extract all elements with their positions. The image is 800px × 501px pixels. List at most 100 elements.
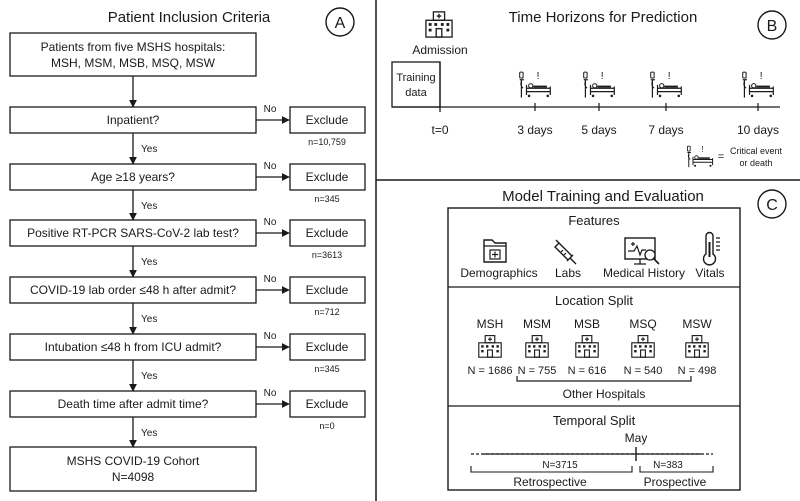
start-text-line2: MSH, MSM, MSB, MSQ, MSW (51, 56, 216, 70)
panel-b-badge (757, 10, 787, 40)
retro-count: N=3715 (542, 460, 578, 471)
other-hospitals-bracket (516, 376, 692, 382)
yes-label: Yes (141, 257, 157, 268)
exclude-box (289, 163, 366, 191)
panel-b-letter: B (767, 18, 778, 35)
no-label: No (264, 104, 277, 115)
temporal-split-title: Temporal Split (553, 413, 636, 428)
hospital-count: N = 540 (624, 365, 663, 377)
horizons: 3 days 5 days 7 days 10 days (517, 69, 779, 137)
final-cohort-box (9, 446, 257, 492)
criterion-question: Death time after admit time? (58, 397, 209, 411)
critical-event-icon (686, 144, 714, 168)
no-label: No (264, 331, 277, 342)
hospital-count: N = 755 (518, 365, 557, 377)
yes-label: Yes (141, 371, 157, 382)
location-split-title: Location Split (555, 293, 633, 308)
exclude-label: Exclude (306, 170, 349, 184)
exclude-box (289, 276, 366, 304)
panel-b: Time Horizons for Prediction B Admission… (391, 9, 787, 168)
exclude-box (289, 333, 366, 361)
exclude-label: Exclude (306, 113, 349, 127)
training-data-line2: data (405, 87, 427, 99)
critical-event-bed-icon (741, 69, 775, 99)
hospital-name: MSM (523, 317, 551, 331)
criterion-question: Inpatient? (107, 113, 160, 127)
hospital-name: MSQ (629, 317, 656, 331)
criterion-question: Intubation ≤48 h from ICU admit? (45, 340, 222, 354)
exclude-box (289, 219, 366, 247)
excluded-count: n=345 (314, 364, 339, 374)
excluded-count: n=345 (314, 194, 339, 204)
panel-a-letter: A (335, 15, 346, 32)
criterion-question: Positive RT-PCR SARS-CoV-2 lab test? (27, 226, 239, 240)
final-cohort-line2: N=4098 (112, 470, 155, 484)
other-hospitals-label: Other Hospitals (563, 387, 646, 401)
excluded-count: n=3613 (312, 250, 342, 260)
critical-event-bed-icon (518, 69, 552, 99)
hospital-count: N = 498 (678, 365, 717, 377)
panel-c-badge (757, 189, 787, 219)
criterion-question: COVID-19 lab order ≤48 h after admit? (30, 283, 236, 297)
features-title: Features (568, 213, 620, 228)
hospital-icon (478, 335, 502, 358)
feature-label-demographics: Demographics (460, 266, 537, 280)
exclude-label: Exclude (306, 283, 349, 297)
critical-event-bed-icon (649, 69, 683, 99)
exclude-label: Exclude (306, 397, 349, 411)
panel-a: Patient Inclusion Criteria A Patients fr… (9, 7, 366, 492)
no-label: No (264, 274, 277, 285)
panel-a-badge (325, 7, 355, 37)
exclude-box (289, 106, 366, 134)
panel-c: Model Training and Evaluation C Features (447, 188, 787, 491)
horizon-label: 3 days (517, 123, 552, 137)
horizon-label: 7 days (648, 123, 683, 137)
excluded-count: n=712 (314, 307, 339, 317)
yes-label: Yes (141, 201, 157, 212)
training-data-box (391, 61, 441, 108)
admission-label: Admission (412, 43, 467, 57)
yes-label: Yes (141, 144, 157, 155)
feature-label-labs: Labs (555, 266, 581, 280)
thermometer-icon (702, 231, 720, 266)
retro-bracket (470, 466, 633, 473)
horizon-label: 10 days (737, 123, 779, 137)
hospital-name: MSW (682, 317, 712, 331)
hospital-name: MSB (574, 317, 600, 331)
panel-b-title: Time Horizons for Prediction (509, 9, 698, 26)
exclude-box (289, 390, 366, 418)
admission-hospital-icon (425, 11, 453, 38)
pro-label: Prospective (644, 475, 707, 489)
horizon-label: 5 days (581, 123, 616, 137)
hospital-icon (631, 335, 655, 358)
demographics-icon (483, 239, 507, 263)
exclude-label: Exclude (306, 340, 349, 354)
syringe-icon (554, 239, 577, 265)
may-label: May (625, 431, 648, 445)
model-box (447, 207, 741, 491)
feature-label-medical-history: Medical History (603, 266, 685, 280)
hospital-icon (525, 335, 549, 358)
t0-label: t=0 (431, 123, 448, 137)
excluded-count: n=10,759 (308, 137, 346, 147)
start-text-line1: Patients from five MSHS hospitals: (41, 40, 226, 54)
panel-a-title: Patient Inclusion Criteria (108, 9, 271, 26)
final-cohort-line1: MSHS COVID-19 Cohort (67, 454, 200, 468)
yes-label: Yes (141, 314, 157, 325)
legend-line2: or death (739, 158, 772, 168)
training-data-line1: Training (396, 72, 435, 84)
panel-c-title: Model Training and Evaluation (502, 188, 704, 205)
hospital-name: MSH (477, 317, 504, 331)
legend-equals: = (718, 151, 724, 163)
no-label: No (264, 388, 277, 399)
no-label: No (264, 161, 277, 172)
hospital-icon (685, 335, 709, 358)
pro-bracket (639, 466, 714, 473)
hospital-icon (575, 335, 599, 358)
panel-c-letter: C (766, 197, 778, 214)
retro-label: Retrospective (513, 475, 587, 489)
yes-label: Yes (141, 428, 157, 439)
hospital-count: N = 616 (568, 365, 607, 377)
